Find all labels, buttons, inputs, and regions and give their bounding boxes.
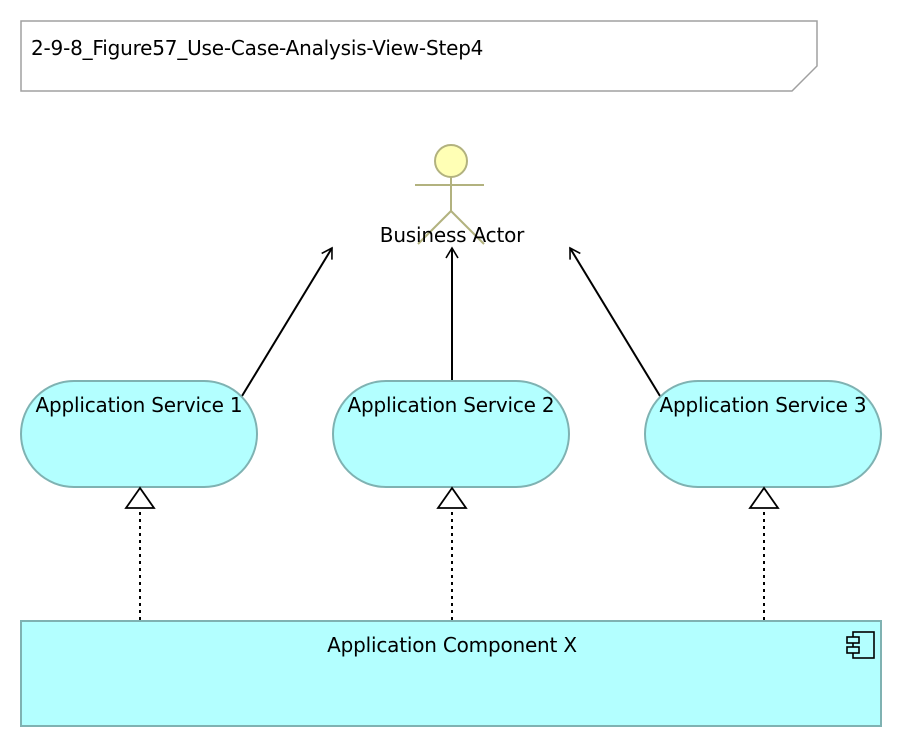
application-service-3-label: Application Service 3 xyxy=(659,393,867,417)
application-component[interactable] xyxy=(20,620,882,727)
realization-arrow-1[interactable] xyxy=(124,486,156,620)
realization-arrow-3[interactable] xyxy=(748,486,780,620)
application-service-1-label: Application Service 1 xyxy=(35,393,243,417)
view-title-note[interactable] xyxy=(20,20,818,92)
application-service-3[interactable] xyxy=(644,380,882,488)
application-service-1[interactable] xyxy=(20,380,258,488)
serving-arrow-1[interactable] xyxy=(241,246,333,397)
actor-head-icon xyxy=(434,144,468,178)
business-actor-label: Business Actor xyxy=(379,223,525,247)
component-icon xyxy=(846,631,875,659)
serving-arrow-3[interactable] xyxy=(569,246,661,397)
application-service-2-label: Application Service 2 xyxy=(347,393,555,417)
application-component-label: Application Component X xyxy=(327,633,577,657)
business-actor-figure[interactable] xyxy=(415,144,485,245)
view-title: 2-9-8_Figure57_Use-Case-Analysis-View-St… xyxy=(31,36,484,60)
realization-arrow-2[interactable] xyxy=(436,486,468,620)
application-service-2[interactable] xyxy=(332,380,570,488)
